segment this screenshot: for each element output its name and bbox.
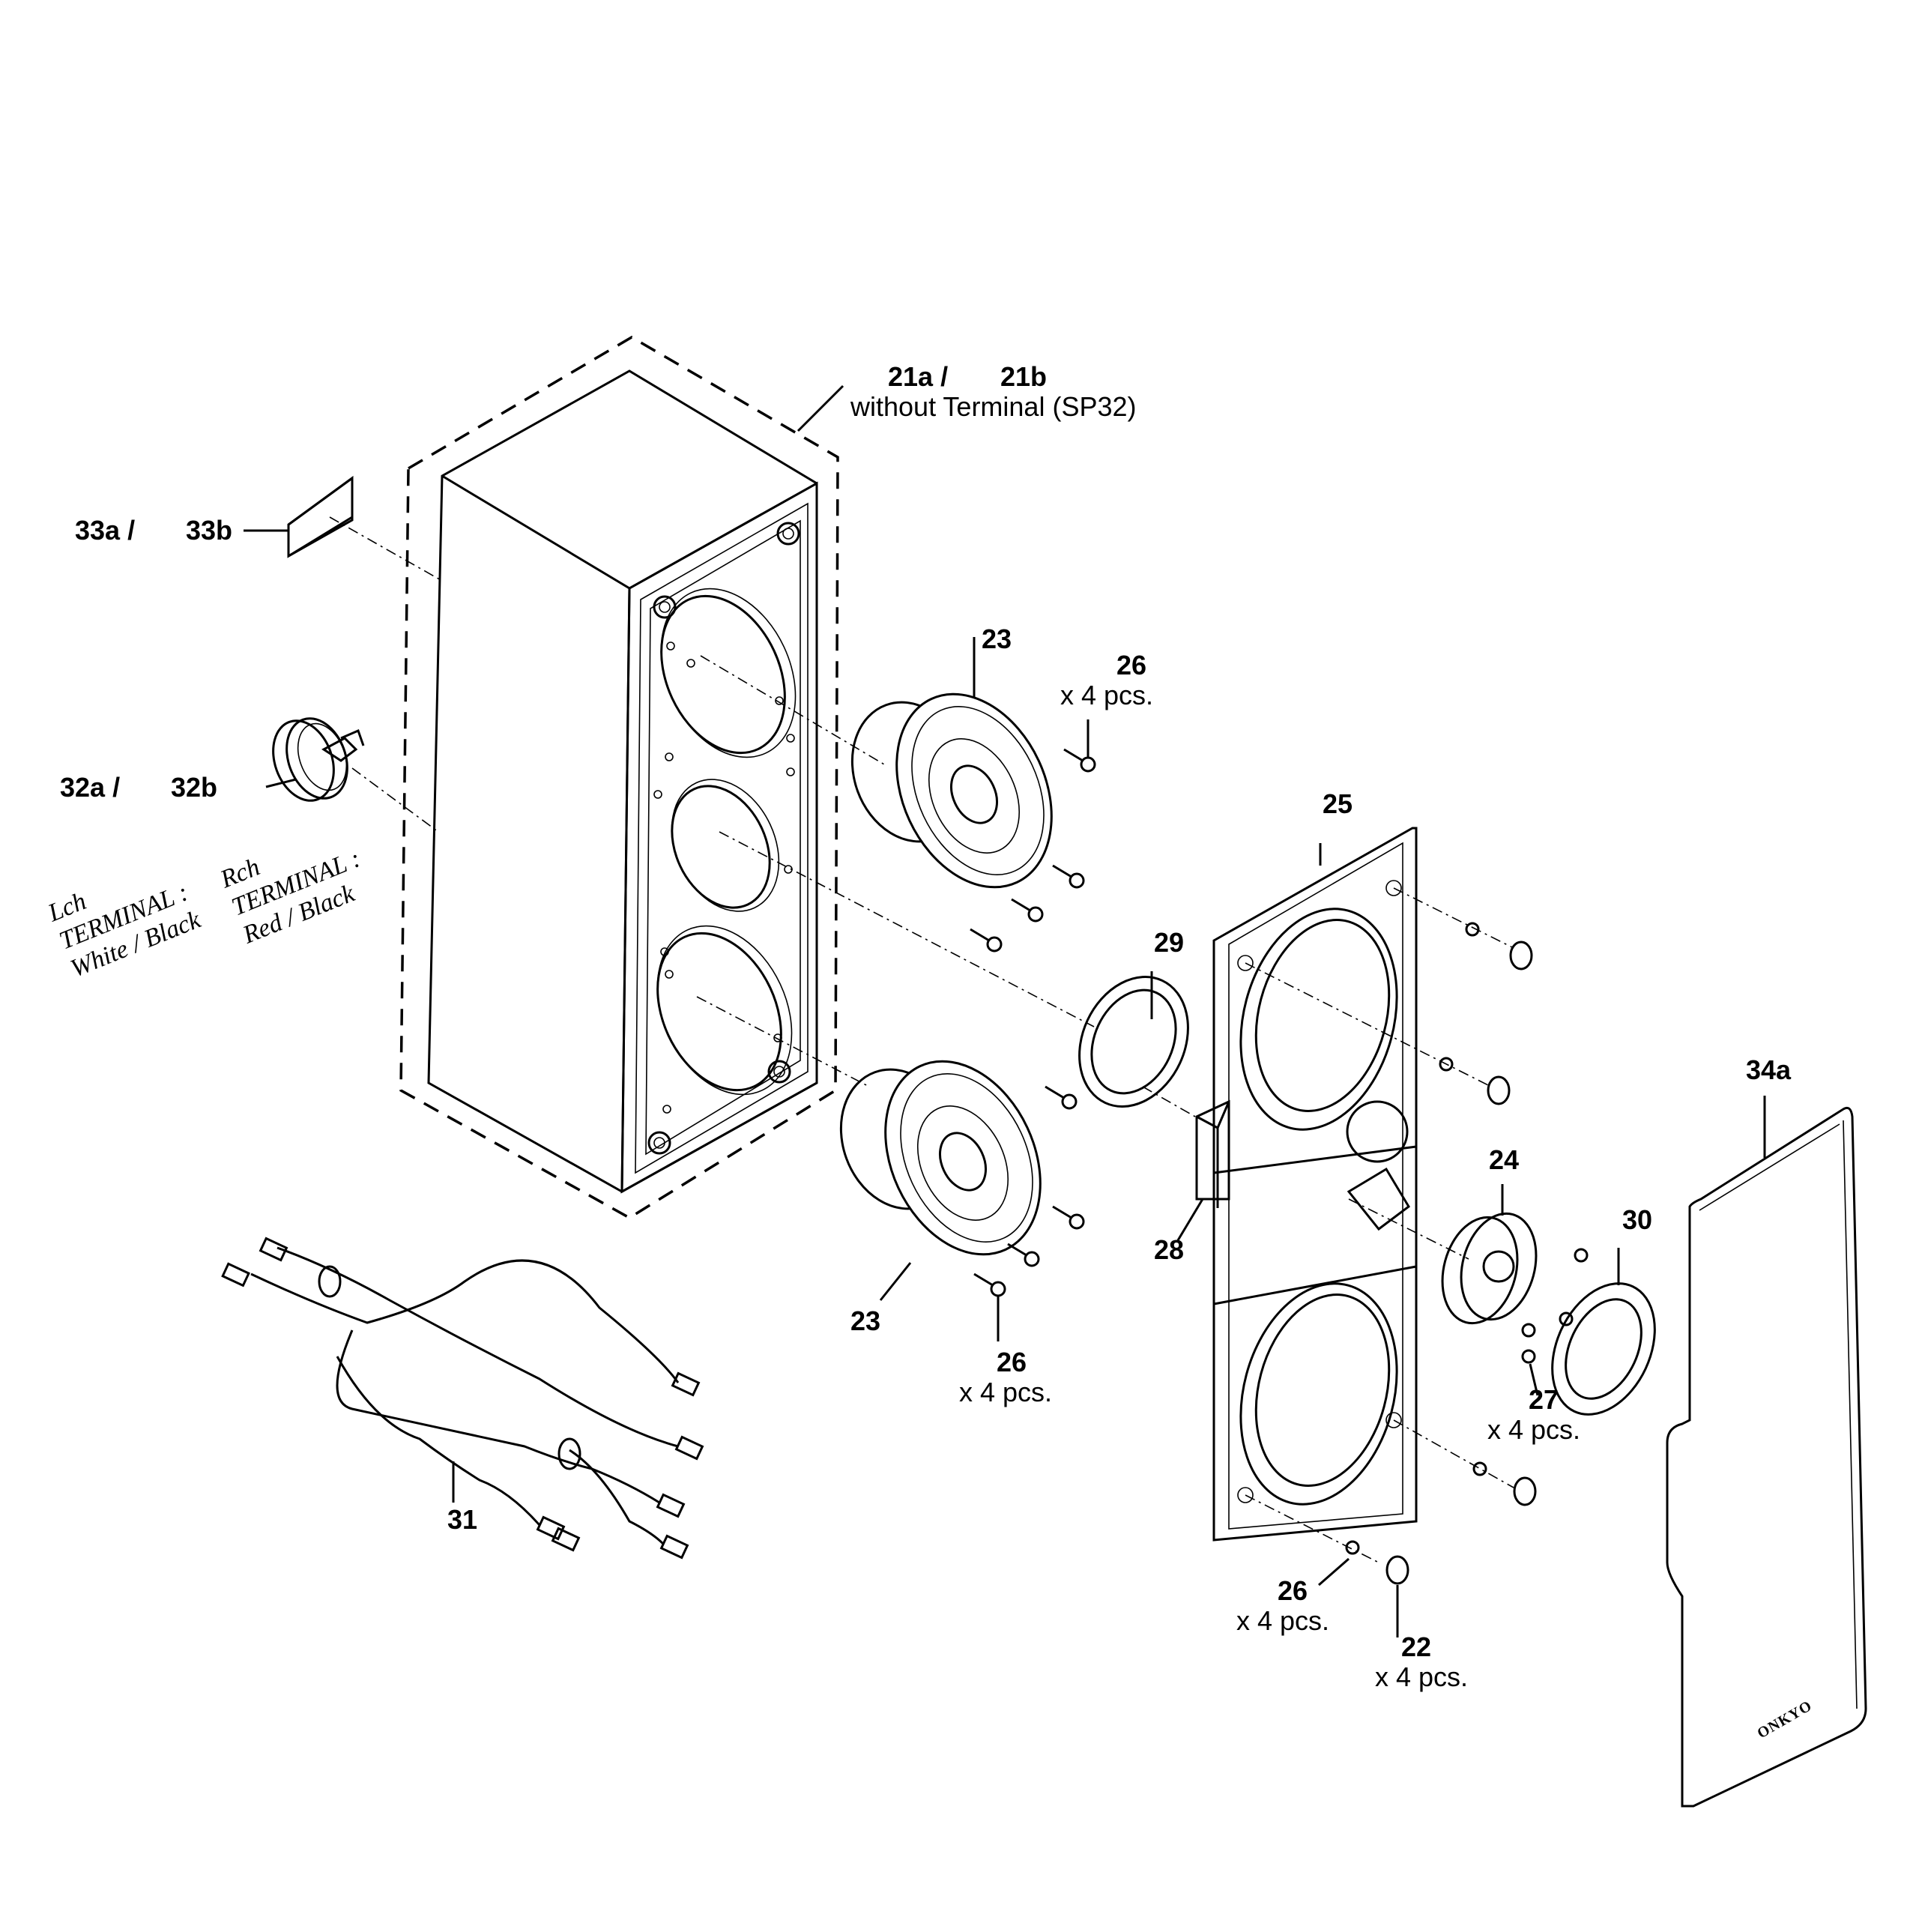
cabinet-front-frame [620, 481, 818, 1194]
screw-baffle-qty: x 4 pcs. [1236, 1605, 1329, 1636]
grille-catch-label: 22 [1401, 1631, 1431, 1662]
grille-catch-qty: x 4 pcs. [1375, 1661, 1468, 1692]
front-baffle-25 [1212, 827, 1418, 1542]
damper-label: 28 [1154, 1234, 1184, 1265]
lch-terminal-note: Lch TERMINAL : White / Black [43, 878, 205, 982]
terminal-32 [265, 717, 439, 833]
woofer-lower-23 [839, 1060, 1042, 1301]
screw-upper-label: 26 [1116, 650, 1146, 680]
baffle-fasteners [1245, 887, 1537, 1637]
tweeter-label: 24 [1489, 1144, 1519, 1175]
terminal-label-a: 32a / [60, 772, 120, 803]
label-plate-label-a: 33a / [75, 515, 135, 546]
front-baffle-label: 25 [1323, 788, 1353, 819]
gasket-label: 29 [1154, 927, 1184, 958]
tweeter-24 [1348, 1184, 1589, 1396]
cabinet-leader [797, 384, 844, 432]
label-plate-33 [244, 476, 443, 582]
screw-lower-label: 26 [997, 1347, 1027, 1377]
screw-baffle-label: 26 [1278, 1575, 1308, 1606]
cabinet-label-a: 21a / [888, 361, 948, 392]
woofer-screws [970, 719, 1096, 1341]
tweeter-ring-30 [1551, 1248, 1656, 1416]
wire-harness-label: 31 [447, 1504, 477, 1535]
front-grille-label: 34a [1746, 1054, 1792, 1085]
tweeter-ring-label: 30 [1622, 1204, 1652, 1235]
woofer-upper-label: 23 [982, 624, 1012, 654]
woofer-lower-label: 23 [850, 1305, 880, 1336]
cabinet-21 [399, 335, 844, 1220]
screw-tweeter-qty: x 4 pcs. [1487, 1414, 1580, 1445]
gasket-29 [1078, 971, 1189, 1108]
rch-terminal-note: Rch TERMINAL : Red / Black [216, 845, 364, 950]
screw-upper-qty: x 4 pcs. [1060, 680, 1153, 710]
cabinet-hole-upper [660, 594, 786, 755]
screw-lower-qty: x 4 pcs. [959, 1377, 1052, 1407]
label-plate-label-b: 33b [186, 515, 232, 546]
woofer-upper-23 [850, 637, 1053, 889]
onkyo-logo: ONKYO [1755, 1697, 1816, 1742]
cabinet-label-b: 21b [1000, 361, 1047, 392]
front-grille-34a [1666, 1096, 1867, 1808]
terminal-label-b: 32b [171, 772, 217, 803]
wire-harness-31 [221, 1237, 704, 1560]
cabinet-dashed-outline [399, 335, 839, 1220]
cabinet-note: without Terminal (SP32) [850, 391, 1137, 422]
screw-tweeter-label: 27 [1529, 1384, 1559, 1415]
cabinet-hole-lower [656, 932, 782, 1092]
